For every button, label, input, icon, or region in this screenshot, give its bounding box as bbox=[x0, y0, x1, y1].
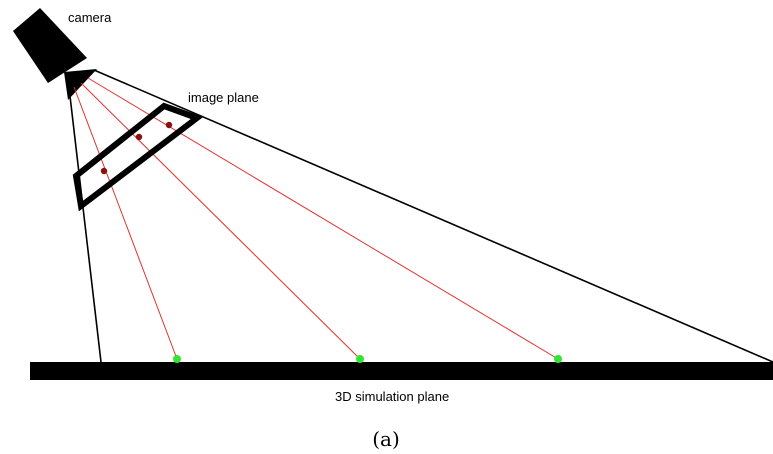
image-point-1 bbox=[100, 167, 108, 175]
ground-point-3 bbox=[554, 355, 562, 363]
fov-left-edge bbox=[69, 95, 102, 363]
figure-caption: (a) bbox=[372, 427, 400, 451]
image-point-2 bbox=[135, 133, 143, 141]
simulation-plane-bar bbox=[30, 362, 773, 380]
image-plane-label: image plane bbox=[188, 90, 259, 105]
camera-lens bbox=[64, 69, 97, 100]
projection-ray-1 bbox=[73, 86, 178, 360]
camera-label: camera bbox=[68, 10, 112, 25]
ground-point-1 bbox=[173, 355, 181, 363]
camera-body bbox=[13, 8, 87, 83]
image-plane-frame bbox=[72, 102, 204, 212]
simulation-plane-label: 3D simulation plane bbox=[335, 389, 449, 404]
projection-ray-2 bbox=[80, 82, 361, 360]
fov-right-edge bbox=[93, 69, 773, 363]
image-point-3 bbox=[165, 121, 173, 129]
projection-ray-3 bbox=[87, 77, 559, 360]
ground-point-2 bbox=[356, 355, 364, 363]
